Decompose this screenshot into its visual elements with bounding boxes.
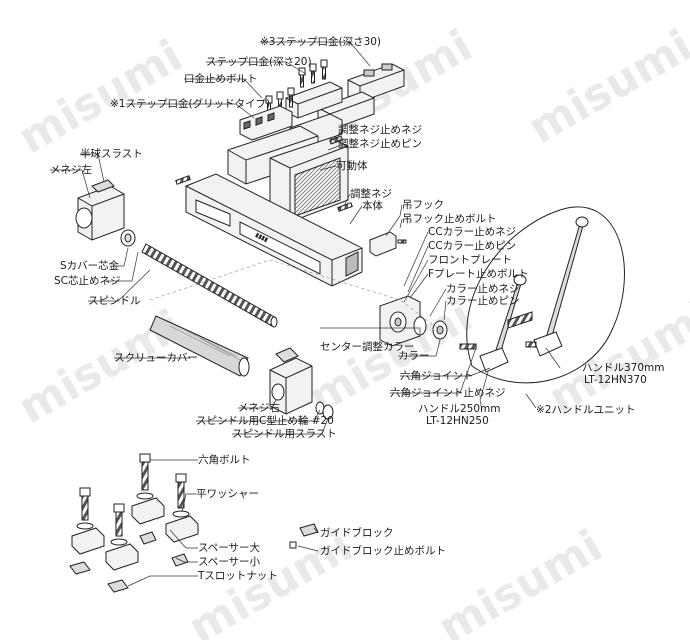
vise-body: ▮▮▮▮	[185, 173, 363, 287]
guide-block	[289, 523, 319, 549]
label-s-cover: Sカバー芯金	[60, 260, 120, 272]
label-hook: 吊フック	[402, 199, 444, 211]
label-guide-block-bolt: ガイドブロック止めボルト	[320, 545, 446, 557]
leader-lines	[50, 41, 561, 587]
assembly-axis	[149, 259, 441, 331]
label-center-collar: センター調整カラー	[320, 341, 415, 353]
label-hex-joint: 六角ジョイント	[400, 370, 474, 382]
front-plate	[379, 295, 421, 347]
label-c-ring: スピンドル用C型止め輪 #20	[196, 415, 334, 427]
label-sc-screw: SC芯止めネジ	[54, 275, 121, 287]
label-hex-joint-screw: 六角ジョイント止めネジ	[390, 387, 506, 399]
label-flat-washer: 平ワッシャー	[196, 488, 259, 500]
label-spindle-thrust: スピンドル用スラスト	[232, 428, 337, 440]
label-spacer-large: スペーサー大	[198, 542, 261, 554]
t-slot-nut	[69, 561, 129, 593]
spindle	[141, 243, 278, 328]
label-female-left: メネジ左	[50, 164, 92, 176]
label-body: 本体	[362, 200, 383, 212]
label-adjust-screw-stop: 調整ネジ止めネジ	[338, 124, 422, 136]
label-handle-370-code: LT-12HN370	[584, 374, 647, 386]
label-spindle: スピンドル	[88, 295, 141, 307]
label-handle-250: ハンドル250mm	[418, 403, 501, 415]
handle-unit-outline	[466, 206, 625, 384]
flat-washer	[76, 492, 190, 546]
label-step-jaw-30: ※3ステップ口金(深さ30)	[260, 36, 382, 48]
label-female-right: メネジ右	[238, 402, 280, 414]
adjust-screws	[175, 135, 353, 212]
label-t-slot-nut: Tスロットナット	[198, 570, 278, 582]
label-movable-body: 可動体	[336, 160, 368, 172]
label-guide-block: ガイドブロック	[320, 527, 394, 539]
label-step-jaw-20: ステップ口金(深さ20)	[206, 56, 312, 68]
label-handle-250-code: LT-12HN250	[426, 415, 489, 427]
label-screw-cover: スクリューカバー	[114, 352, 198, 364]
label-handle-370: ハンドル370mm	[582, 362, 665, 374]
s-cover-ring	[120, 229, 136, 247]
label-collar: カラー	[398, 350, 430, 362]
jaw-bolts	[265, 59, 328, 116]
label-hook-bolt: 吊フック止めボルト	[402, 213, 497, 225]
movable-body	[269, 137, 349, 223]
label-f-plate-bolt: Fプレート止めボルト	[428, 268, 529, 280]
label-jaw-bolt: 口金止めボルト	[184, 73, 258, 85]
label-spacer-small: スペーサー小	[198, 556, 261, 568]
label-cc-collar-screw: CCカラー止めネジ	[428, 226, 517, 238]
handle-250	[459, 274, 533, 373]
hex-bolt	[79, 453, 187, 537]
spacer-large	[71, 497, 199, 571]
label-step-jaw-grid: ※1ステップ口金(グリッドタイプ)	[110, 98, 271, 110]
label-adjust-screw: 調整ネジ	[350, 188, 392, 200]
lifting-hook	[369, 231, 407, 257]
spindle-thrust	[322, 404, 334, 420]
label-half-thrust: 半球スラスト	[80, 148, 143, 160]
female-left-block	[75, 179, 125, 241]
label-collar-pin: カラー止めピン	[446, 295, 520, 307]
label-cc-collar-pin: CCカラー止めピン	[428, 240, 517, 252]
label-handle-unit: ※2ハンドルユニット	[536, 404, 636, 416]
label-adjust-screw-pin: 調整ネジ止めピン	[338, 138, 422, 150]
label-front-plate: フロントプレート	[428, 254, 512, 266]
label-collar-screw: カラー止めネジ	[446, 283, 520, 295]
female-right-block	[269, 347, 313, 415]
fixed-jaw	[227, 125, 319, 185]
handle-370	[525, 216, 589, 357]
screw-cover	[149, 315, 250, 377]
label-hex-bolt: 六角ボルト	[198, 454, 251, 466]
